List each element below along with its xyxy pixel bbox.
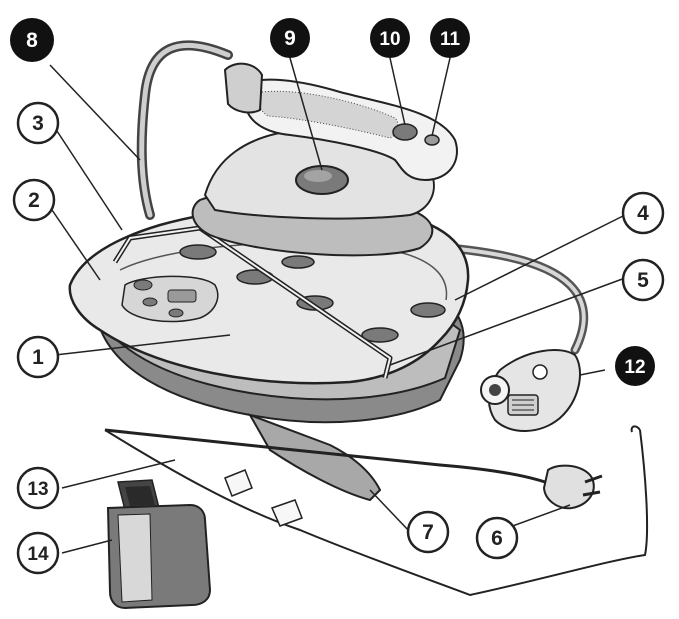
callout-14: 14 xyxy=(16,531,60,575)
iron-grip xyxy=(258,90,399,139)
leader-12 xyxy=(579,369,606,376)
callout-13: 13 xyxy=(16,466,60,510)
cable-clips xyxy=(224,469,303,527)
callout-5: 5 xyxy=(621,258,665,302)
callout-12: 12 xyxy=(615,346,655,386)
callout-label-6: 6 xyxy=(491,527,503,550)
callout-circle-9 xyxy=(270,18,310,58)
callout-2: 2 xyxy=(12,178,56,222)
leader-2 xyxy=(51,209,101,281)
callout-9: 9 xyxy=(270,18,310,58)
callout-label-11: 11 xyxy=(440,29,461,50)
callout-circle-5 xyxy=(621,258,665,302)
leader-4 xyxy=(454,214,626,301)
callout-circle-7 xyxy=(406,510,450,554)
callout-3: 3 xyxy=(16,101,60,145)
callout-label-5: 5 xyxy=(637,269,649,292)
leader-3 xyxy=(54,127,123,231)
leader-8 xyxy=(49,64,141,161)
callout-label-13: 13 xyxy=(27,479,48,500)
callout-label-7: 7 xyxy=(422,521,434,544)
leader-1 xyxy=(54,334,231,356)
callout-label-8: 8 xyxy=(26,29,38,52)
callout-circle-4 xyxy=(621,191,665,235)
leader-13 xyxy=(61,459,176,489)
callout-11: 11 xyxy=(430,18,470,58)
callout-label-14: 14 xyxy=(27,544,49,565)
callout-circle-10 xyxy=(370,18,410,58)
connector-socket xyxy=(480,349,581,432)
callout-label-10: 10 xyxy=(379,29,400,50)
iron-switch xyxy=(392,123,418,141)
callout-label-1: 1 xyxy=(32,346,44,369)
callout-circle-6 xyxy=(475,516,519,560)
callout-label-4: 4 xyxy=(637,202,649,225)
callout-label-12: 12 xyxy=(624,357,645,378)
power-plug xyxy=(542,464,603,510)
callout-label-9: 9 xyxy=(284,27,296,50)
callout-10: 10 xyxy=(370,18,410,58)
iron xyxy=(191,62,458,257)
callout-circle-14 xyxy=(16,531,60,575)
water-tank xyxy=(106,479,212,610)
callout-circle-13 xyxy=(16,466,60,510)
leader-7 xyxy=(369,489,411,533)
power-cable xyxy=(104,428,561,490)
base-station xyxy=(68,205,470,424)
callout-4: 4 xyxy=(621,191,665,235)
leader-10 xyxy=(389,57,406,126)
callout-circle-1 xyxy=(16,335,60,379)
callout-label-3: 3 xyxy=(32,112,44,135)
leader-14 xyxy=(61,539,113,554)
leader-5 xyxy=(389,277,626,366)
callout-circle-8 xyxy=(12,20,52,60)
callout-circle-3 xyxy=(16,101,60,145)
callout-circle-2 xyxy=(12,178,56,222)
leader-9 xyxy=(289,57,323,171)
callout-6: 6 xyxy=(475,516,519,560)
indicator-light xyxy=(424,134,440,146)
callout-circle-12 xyxy=(615,346,655,386)
callout-1: 1 xyxy=(16,335,60,379)
callout-label-2: 2 xyxy=(28,189,40,212)
callout-8: 8 xyxy=(12,20,52,60)
leader-11 xyxy=(431,57,451,137)
callout-circle-11 xyxy=(430,18,470,58)
callout-7: 7 xyxy=(406,510,450,554)
cleaning-rod xyxy=(104,429,649,597)
